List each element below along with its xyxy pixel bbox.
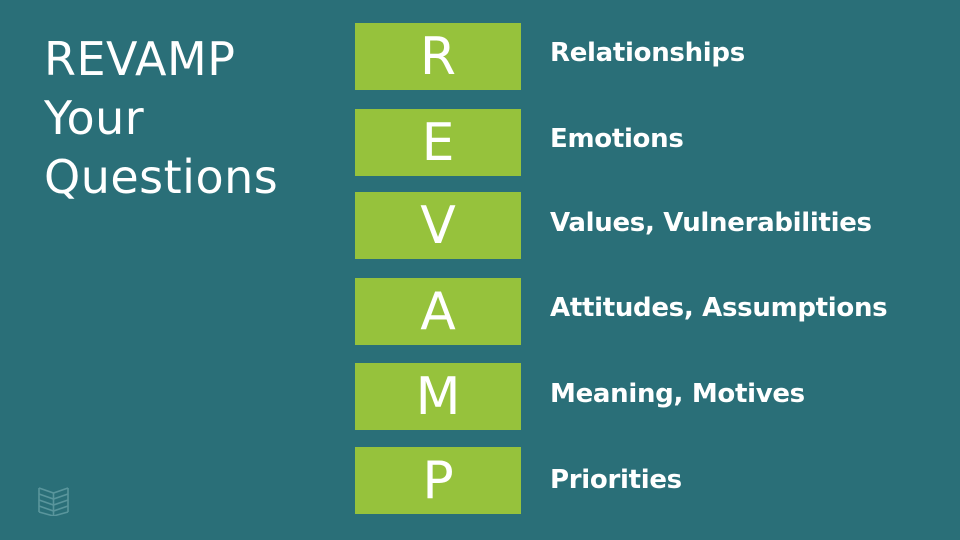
title-line-2: Your — [44, 91, 145, 145]
book-logo-icon — [38, 487, 69, 516]
title-line-3: Questions — [44, 150, 279, 204]
slide-title: REVAMP Your Questions — [44, 30, 278, 207]
letter-box-v: V — [355, 192, 521, 259]
label-attitudes-assumptions: Attitudes, Assumptions — [550, 293, 888, 323]
letter-box-p: P — [355, 447, 521, 514]
letter-box-r: R — [355, 23, 521, 90]
label-priorities: Priorities — [550, 465, 682, 495]
title-line-1: REVAMP — [44, 32, 236, 86]
label-emotions: Emotions — [550, 124, 684, 154]
letter-box-a: A — [355, 278, 521, 345]
label-values-vulnerabilities: Values, Vulnerabilities — [550, 208, 872, 238]
letter-box-e: E — [355, 109, 521, 176]
label-meaning-motives: Meaning, Motives — [550, 379, 805, 409]
letter-box-m: M — [355, 363, 521, 430]
label-relationships: Relationships — [550, 38, 745, 68]
